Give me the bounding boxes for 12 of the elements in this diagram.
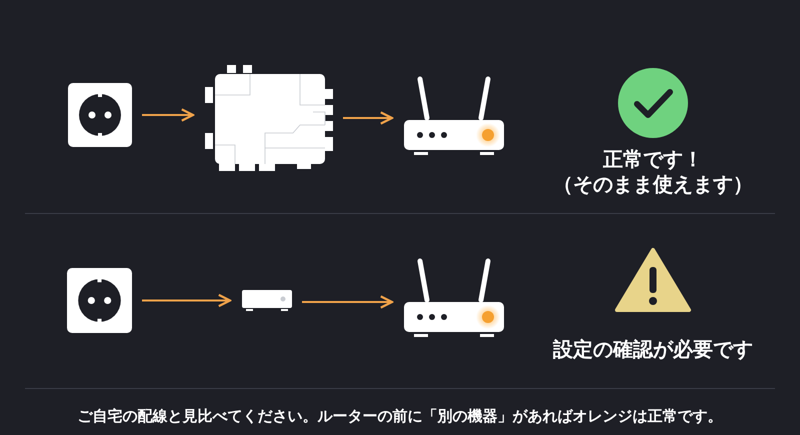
status-text: 正常です！ bbox=[603, 146, 703, 173]
network-device-icon bbox=[205, 65, 333, 171]
arrow bbox=[302, 295, 394, 309]
power-outlet-icon bbox=[68, 83, 132, 147]
arrow bbox=[142, 294, 232, 308]
arrow bbox=[343, 111, 394, 125]
network-device-icon bbox=[242, 290, 292, 314]
power-outlet-icon bbox=[67, 268, 132, 333]
arrow bbox=[142, 108, 194, 122]
status-text: （そのまま使えます） bbox=[553, 171, 753, 198]
note-text: ご自宅の配線と見比べてください。ルーターの前に「別の機器」があればオレンジは正常です。 bbox=[78, 407, 722, 426]
status-text: 設定の確認が必要です bbox=[553, 336, 753, 363]
